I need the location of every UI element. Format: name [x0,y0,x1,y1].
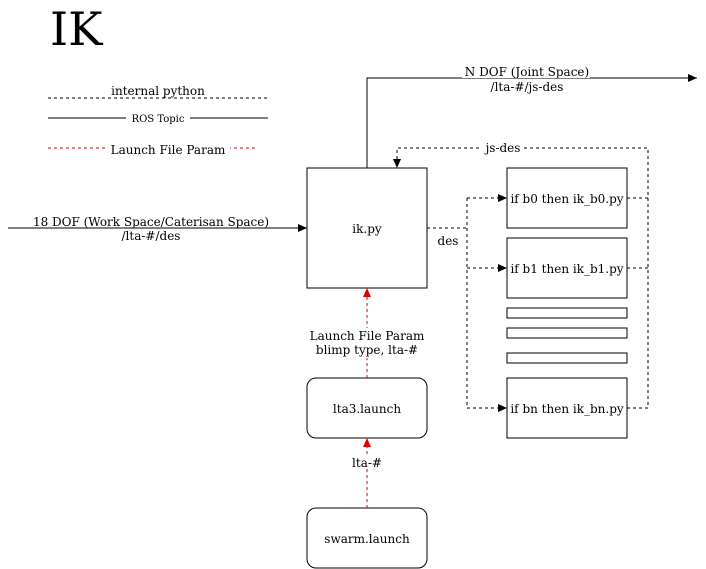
js-des-label: js-des [484,141,521,155]
ik-b1-label: if b1 then ik_b1.py [510,262,623,276]
legend-internal-python-label: internal python [111,84,205,98]
ik-py-label: ik.py [352,222,382,236]
ik-bn-label: if bn then ik_bn.py [510,402,624,416]
des-label: des [438,234,459,248]
page-title: IK [50,2,104,56]
ellipsis-bar-1 [506,307,628,319]
output-topic-label-line2: /lta-#/js-des [491,80,564,94]
ellipsis-bar-3 [506,352,628,364]
launch-param-label-line1: Launch File Param [310,329,425,343]
legend-launch-param-label: Launch File Param [111,143,226,157]
lta-hash-label: lta-# [352,456,382,470]
output-topic-label-line1: N DOF (Joint Space) [465,65,589,79]
ik-b0-label: if b0 then ik_b0.py [510,192,623,206]
lta3-launch-label: lta3.launch [333,402,401,416]
input-topic-label-line2: /lta-#/des [122,229,181,243]
js-des-return-arrow [393,147,649,199]
legend: internal python ROS Topic Launch File Pa… [48,84,268,157]
ik-b1-node [506,237,628,299]
launch-param-label-line2: blimp type, lta-# [316,343,418,357]
legend-ros-topic-label: ROS Topic [132,114,185,125]
swarm-launch-label: swarm.launch [324,532,410,546]
input-topic-label-line1: 18 DOF (Work Space/Caterisan Space) [33,215,269,229]
ellipsis-bar-2 [506,327,628,339]
ik-b0-node [506,167,628,229]
ik-bn-node [506,377,628,439]
